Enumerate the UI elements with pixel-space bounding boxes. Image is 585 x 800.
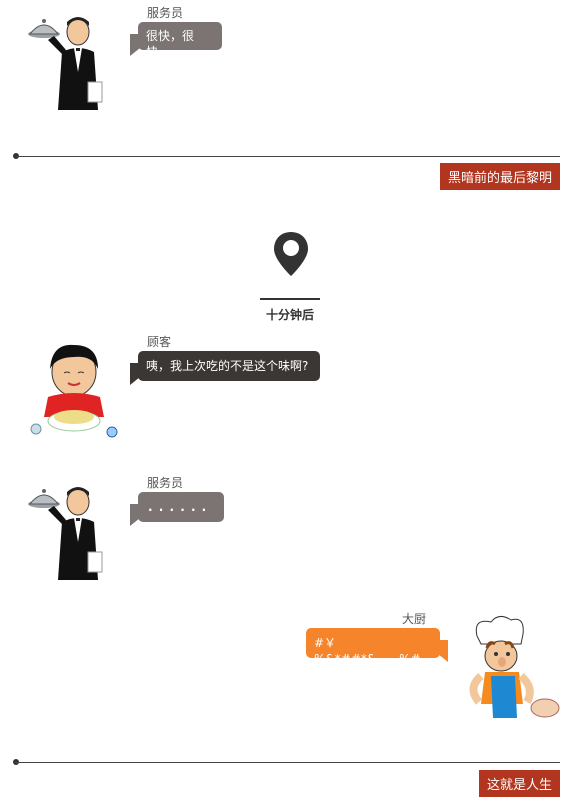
speaker-name: 服务员 [147,476,184,490]
bubble-tail [438,640,448,662]
section-tag: 黑暗前的最后黎明 [439,163,560,190]
bubble-text: . . . . . . [148,500,208,514]
section-tag: 这就是人生 [478,770,560,797]
chat-bubble: 很快，很快... [130,22,222,59]
location-pin-icon [274,232,308,276]
bubble-tail [130,504,140,526]
section-divider [15,762,560,763]
time-divider [260,298,320,300]
bubble-text: 很快，很快... [146,29,195,59]
chat-bubble: 咦，我上次吃的不是这个味啊? [130,351,320,385]
waiter-avatar [26,12,122,112]
bubble-text: 咦，我上次吃的不是这个味啊? [146,359,309,373]
chat-bubble: . . . . . . [130,492,224,526]
bubble-tail [130,363,140,385]
chef-avatar [465,614,565,720]
speaker-name: 顾客 [147,335,172,349]
chat-bubble: #￥%&*##*&......%# [306,628,448,666]
speaker-name: 服务员 [147,6,184,20]
time-label: 十分钟后 [265,308,314,322]
bubble-tail [130,34,140,56]
customer-avatar [22,337,126,441]
bubble-text: #￥%&*##*&......%# [314,636,421,666]
speaker-name: 大厨 [402,612,427,626]
section-divider [15,156,560,157]
waiter-avatar [26,482,122,582]
